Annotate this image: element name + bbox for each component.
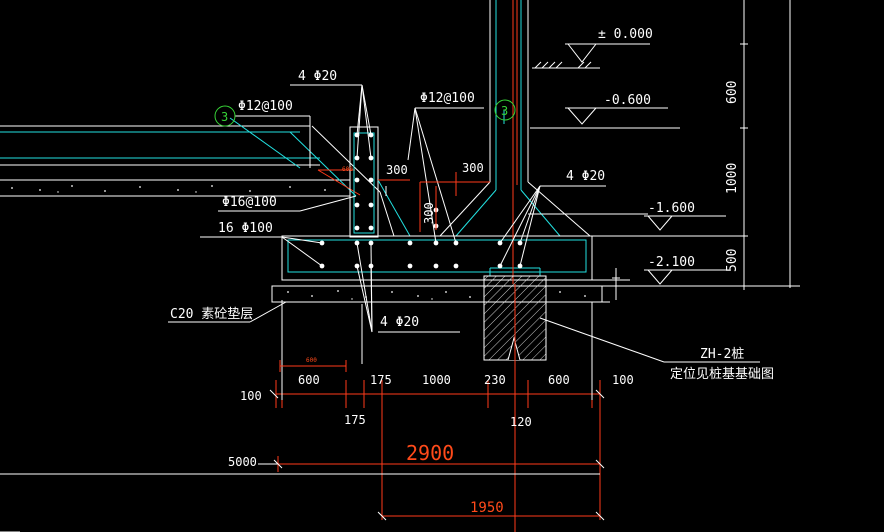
section-marks [214,99,516,127]
bdim-175-a: 175 [370,373,392,387]
beam-outline [349,126,379,238]
slab-bedding-hatch [11,185,326,193]
section-mark-right: 3 [501,104,508,118]
dim-300-left: 300 [386,163,408,177]
bdim-175-b: 175 [344,413,366,427]
bdim-1950: 1950 [470,500,504,516]
section-mark-circle-right [494,99,516,121]
slab-slope-cyan [289,131,357,197]
dim-300-right: 300 [462,161,484,175]
pile-break [507,336,521,361]
vdim-500: 500 [725,249,740,272]
rebar-right-4phi20: 4 Φ20 [566,169,605,184]
note-pile-detail: 定位见桩基基础图 [670,367,774,382]
pile [483,275,547,532]
beam-column [349,126,411,238]
beam-haunch-2 [379,191,395,237]
note-bedding: C20 素砼垫层 [170,306,253,322]
cap-cage [287,239,587,273]
bdim-100-right: 100 [612,373,634,387]
labels: ± 0.000 -0.600 -1.600 -2.100 600 1000 50… [170,27,774,516]
elev-ground-label: ± 0.000 [598,27,653,42]
slab-slope-white [311,125,381,193]
dim-300-vert: 300 [422,202,436,224]
rebar-stirrup-left: Φ12@100 [238,99,293,114]
elev-1600-label: -1.600 [648,201,695,216]
rebar-phi16: Φ16@100 [222,195,277,210]
elev-2100-label: -2.100 [648,255,695,270]
bdim-5000: 5000 [228,455,257,469]
cap-bedding [271,285,603,303]
cap-outline [281,235,593,281]
dimension-lines [0,300,605,532]
bdim-600-b: 600 [548,373,570,387]
wall [439,0,591,237]
dim-600-small: 600 [306,357,317,364]
local-dims [378,172,490,232]
section-mark-left: 3 [221,110,228,124]
elevation-markers [528,0,800,303]
wall-haunch-right [520,189,561,237]
slab-lines [0,125,381,197]
rebar-top-4phi20: 4 Φ20 [298,69,337,84]
beam-haunch-1 [377,179,411,237]
bdim-100-left: 100 [240,389,262,403]
vdim-1000: 1000 [725,163,740,194]
leader-lines [168,84,760,363]
bdim-2900: 2900 [406,441,454,465]
note-pile-label: ZH-2桩 [700,347,744,362]
wall-haunch-left [455,189,497,237]
bdim-120: 120 [510,415,532,429]
beam-cage [353,132,375,234]
vdim-600: 600 [725,81,740,104]
bdim-600-a: 600 [298,373,320,387]
pile-cap [271,200,603,303]
dim-600-tiny: 600 [342,166,353,173]
elev-0600-label: -0.600 [604,93,651,108]
rebar-bottom-4phi20: 4 Φ20 [380,315,419,330]
bdim-230: 230 [484,373,506,387]
section-mark-circle-left [214,105,236,127]
bdim-1000: 1000 [422,373,451,387]
slab-red-rebar-2 [317,169,361,196]
rebar-16phi100: 16 Φ100 [218,221,273,236]
wall-haunch-w-left [439,181,491,237]
rebar-stirrup-right: Φ12@100 [420,91,475,106]
